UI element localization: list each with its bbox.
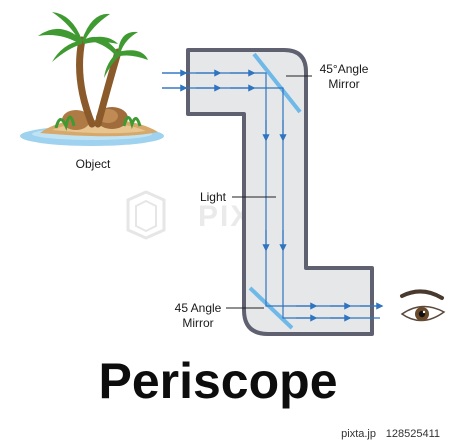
top-mirror-label-line1: 45°Angle: [320, 62, 369, 76]
top-mirror: [252, 52, 302, 114]
footer-brand: pixta.jp: [341, 428, 376, 440]
watermark-logo-icon: [126, 190, 166, 240]
light-rays: [162, 69, 384, 322]
light-label: Light: [200, 190, 227, 204]
bottom-mirror: [248, 286, 294, 330]
periscope-tube: [186, 48, 374, 336]
bottom-mirror-label-line2: Mirror: [182, 316, 213, 330]
object-label: Object: [76, 157, 111, 171]
top-mirror-label-line2: Mirror: [328, 77, 359, 91]
leader-lines: [226, 75, 312, 309]
footer-image-number: 128525411: [386, 428, 440, 440]
eye-icon: [400, 289, 446, 322]
page-title: Periscope: [98, 353, 337, 409]
bottom-mirror-label-line1: 45 Angle: [175, 301, 222, 315]
island-illustration: [20, 12, 164, 146]
